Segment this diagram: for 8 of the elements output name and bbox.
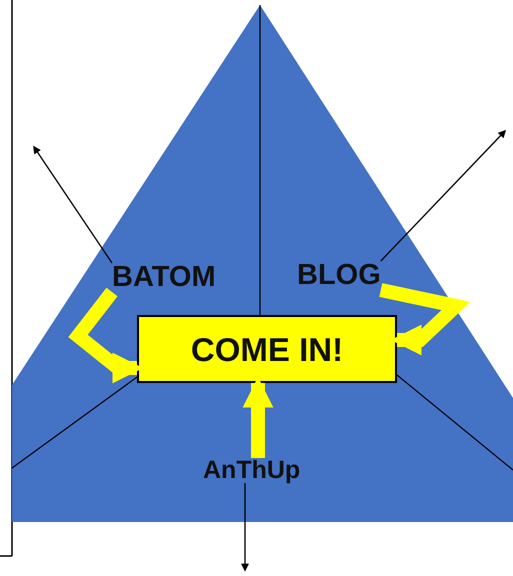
node-label: AnThUp: [203, 458, 300, 483]
arrow: [241, 483, 249, 572]
arrow: [33, 146, 113, 264]
arrow: [380, 130, 506, 262]
banner-box: COME IN!: [137, 315, 397, 383]
node-label: BATOM: [112, 263, 216, 292]
triangle-shape: [12, 5, 513, 522]
node-label: BLOG: [297, 261, 381, 290]
